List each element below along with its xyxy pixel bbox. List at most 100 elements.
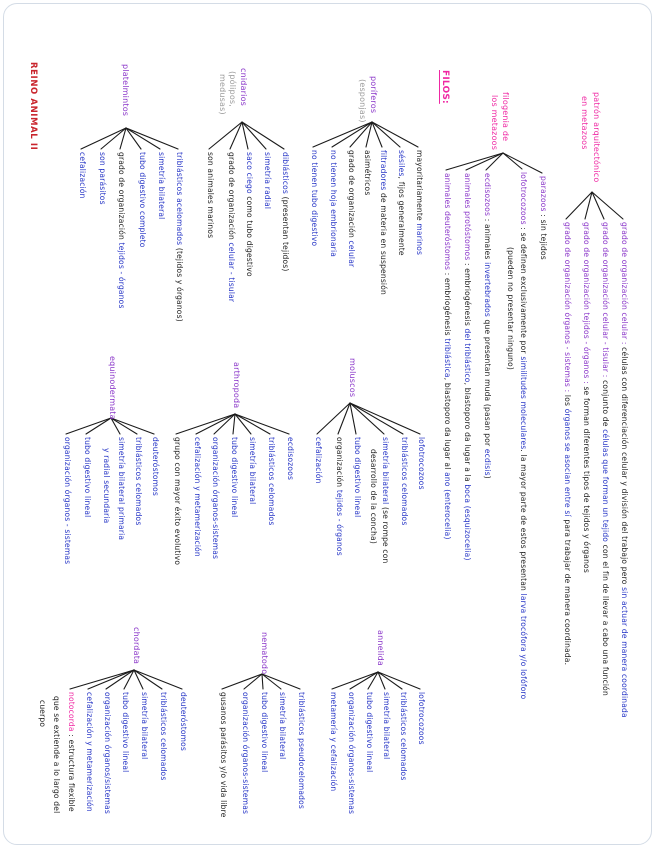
- filogenia-metazoos-item-4: lofotrocozoos : se definen exclusivament…: [518, 172, 529, 699]
- chordata-item-1-wrap: cuerpo: [37, 700, 48, 727]
- cnidarios-root-label: (pólipos,: [227, 71, 238, 107]
- text-segment-blue: simetría bilateral: [381, 437, 390, 508]
- text-segment-black: : animales: [483, 216, 492, 263]
- nematodo-item-3: tubo digestivo lineal: [259, 692, 270, 772]
- text-segment-black: : sin tejidos: [539, 211, 548, 260]
- text-segment-blue: tubo digestivo lineal: [353, 437, 362, 518]
- text-segment-purple: grado de organización órganos - sistemas…: [563, 222, 572, 395]
- text-segment-blue: tubo digestivo lineal: [230, 437, 239, 518]
- text-segment-blue: tejidos - órganos: [117, 242, 126, 309]
- page-title: REINO ANIMAL II: [28, 62, 38, 151]
- equinodermata-branch-line: [110, 417, 138, 435]
- text-segment-blue: organización órganos - sistemas: [63, 437, 72, 565]
- annelida-item-5: triblásticos celomados: [398, 692, 409, 780]
- platelmintos-branch-line: [125, 127, 161, 150]
- chordata-item-7: deuteróstomos: [178, 692, 189, 751]
- text-segment-blue: sin actuar de manera coordinada: [620, 587, 629, 718]
- filogenia-metazoos-item-2: animales protóstomos : embriogénesis del…: [462, 173, 473, 561]
- filogenia-metazoos-branch-line: [485, 152, 504, 171]
- poriferos-branch-line: [349, 121, 373, 148]
- annelida-item-6: lofotrocozoos: [416, 692, 427, 745]
- text-segment-pink: filogenia de: [501, 92, 510, 142]
- text-segment-blue: órganos se asocian entre sí: [563, 408, 572, 520]
- text-segment-blue: no tienen tubo digestivo: [310, 150, 319, 247]
- text-segment-purple: animales protóstomos: [463, 173, 472, 261]
- text-segment-blue: deuteróstomos: [151, 437, 160, 497]
- poriferos-item-2: no tienen hoja embrionaria: [328, 150, 339, 257]
- cnidarios-item-4: simetría radial: [262, 152, 273, 209]
- text-segment-black: (se rompe con: [381, 507, 390, 564]
- text-segment-blue: lofotrocozoos: [417, 437, 426, 490]
- chordata-branch-line: [133, 669, 144, 690]
- arthropoda-branch-line: [232, 413, 236, 435]
- text-segment-blue: simetría radial: [263, 152, 272, 210]
- platelmintos-branch-line: [100, 127, 127, 150]
- nematodo-branch-line: [261, 673, 264, 690]
- text-segment-blue: organización órganos-sistemas: [211, 437, 220, 560]
- nematodo-branch-line: [261, 673, 301, 690]
- poriferos-branch-line: [312, 121, 373, 148]
- text-segment-purple: grado de organización celular - tisular …: [601, 222, 610, 381]
- arthropoda-branch-line: [234, 413, 290, 435]
- text-segment-black: : se definen exclusivamente por: [519, 224, 528, 357]
- poriferos-item-4: asimétricos: [362, 150, 373, 195]
- equinodermata-item-4: triblásticos celomados: [133, 437, 144, 525]
- annelida-branch-line: [367, 671, 379, 690]
- text-segment-black: son animales marinos: [206, 152, 215, 239]
- text-segment-blue: organización órganos/sistemas: [103, 692, 112, 814]
- cnidarios-item-2: grado de organización celular - tisular: [226, 152, 237, 302]
- patron-arquitectonico-root-label: en metazoos: [579, 96, 590, 150]
- equinodermata-item-1: organización órganos - sistemas: [62, 437, 73, 564]
- annelida-branch-line: [349, 671, 379, 690]
- text-segment-blue: ecdisis: [483, 448, 492, 476]
- text-segment-black: desarrollo de la concha): [369, 449, 378, 544]
- text-segment-blue: larva trocófora y/o lofóforo: [519, 593, 528, 700]
- text-segment-blue: ano (enterocelia): [443, 472, 452, 540]
- patron-arquitectonico-branch-line: [591, 191, 605, 220]
- poriferos-item-6: sésiles, fijos generalmente: [396, 150, 407, 256]
- text-segment-black: : embriogénesis: [443, 270, 452, 339]
- cnidarios-branch-line: [241, 121, 249, 150]
- annelida-item-4: simetría bilateral: [381, 692, 392, 759]
- platelmintos-item-5: simetría bilateral: [156, 152, 167, 219]
- moluscos-branch-line: [349, 402, 385, 435]
- text-segment-black: (pueden no presentar ninguno): [506, 247, 515, 371]
- equinodermata-item-2: tubo digestivo lineal: [82, 437, 93, 517]
- text-segment-black: (tejidos y órganos): [175, 247, 184, 322]
- filogenia-metazoos-branch-line: [465, 152, 504, 171]
- filogenia-metazoos-branch-line: [445, 152, 504, 171]
- moluscos-item-5: triblásticos celomados: [399, 437, 410, 525]
- chordata-branch-line: [133, 669, 183, 690]
- text-segment-gray: medusas): [218, 74, 227, 115]
- platelmintos-root-label: platelmintos: [120, 64, 131, 116]
- text-segment-black: que presentan muda (pasan por: [483, 316, 492, 449]
- arthropoda-item-4: tubo digestivo lineal: [229, 437, 240, 517]
- text-segment-black: : estructura flexible: [67, 731, 76, 812]
- equinodermata-branch-line: [110, 417, 121, 435]
- text-segment-black: gusanos parásitos y/o vida libre: [219, 692, 228, 818]
- text-segment-black: los: [563, 394, 572, 409]
- patron-arquitectonico-branch-line: [584, 191, 593, 220]
- chordata-branch-line: [133, 669, 163, 690]
- moluscos-item-6: lofotrocozoos: [416, 437, 427, 490]
- text-segment-blue: cefalización y metamerización: [85, 692, 94, 812]
- chordata-item-1-wrap: que se extiende a lo largo del: [51, 696, 62, 813]
- moluscos-branch-line: [349, 402, 357, 435]
- text-segment-purple: lofotrocozoos: [519, 172, 528, 225]
- text-segment-blue: lofotrocozoos: [417, 692, 426, 745]
- equinodermata-root-label: equinodermata: [107, 356, 118, 420]
- equinodermata-item-3: simetría bilateral primaria: [116, 437, 127, 540]
- moluscos-item-4-wrap: desarrollo de la concha): [368, 449, 379, 544]
- arthropoda-branch-line: [195, 413, 236, 435]
- text-segment-blue: triblásticos celomados: [399, 692, 408, 781]
- text-segment-blue: saco ciego: [245, 152, 254, 197]
- platelmintos-item-1: cefalización: [77, 152, 88, 199]
- text-segment-gray: (pólipos,: [228, 71, 237, 108]
- filogenia-metazoos-item-3: ecdisozoos : animales invertebrados que …: [482, 173, 493, 479]
- equinodermata-item-3-wrap: y radial secundaria: [101, 448, 112, 523]
- patron-arquitectonico-branch-line: [565, 191, 593, 220]
- text-segment-blue: del triblástico: [463, 328, 472, 383]
- cnidarios-branch-line: [229, 121, 243, 150]
